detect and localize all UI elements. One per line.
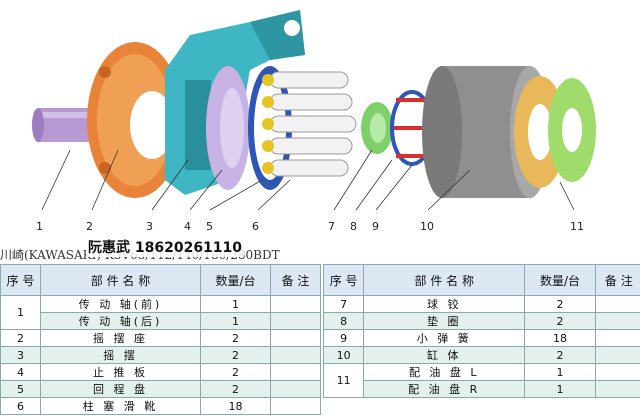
- cell-name: 摇 摆: [40, 346, 201, 364]
- cell-no: 2: [0, 329, 41, 347]
- callout-numbers: 1 2 3 4 5 6 7 8 9 10 11: [36, 220, 584, 233]
- cell-qty: 2: [200, 329, 271, 347]
- callout-1: 1: [36, 220, 43, 233]
- table-row: 8 垫 圈 2: [322, 312, 640, 330]
- callout-7: 7: [328, 220, 335, 233]
- table-row: 5 回 程 盘 2: [0, 380, 321, 398]
- header-note: 备 注: [270, 264, 321, 296]
- table-row: 3 摇 摆 2: [0, 346, 321, 364]
- cell-name: 小 弹 簧: [363, 329, 526, 347]
- cell-name: 配 油 盘 R: [363, 380, 526, 398]
- cell-qty: 1: [200, 295, 271, 313]
- cell-note: [270, 346, 321, 364]
- header-no: 序 号: [0, 264, 41, 296]
- cell-qty: 2: [524, 312, 596, 330]
- table-row: 1 传 动 轴(前) 1: [0, 295, 321, 330]
- cell-name: 柱 塞 滑 靴: [40, 397, 201, 415]
- cell-qty: 2: [200, 346, 271, 364]
- callout-2: 2: [86, 220, 93, 233]
- cell-note: [270, 380, 321, 398]
- cell-note: [270, 363, 321, 381]
- table-row: 10 缸 体 2: [322, 346, 640, 364]
- callout-11: 11: [570, 220, 584, 233]
- header-qty: 数量/台: [200, 264, 271, 296]
- table-header: 序 号 部 件 名 称 数量/台 备 注: [322, 264, 640, 296]
- cell-note: [594, 380, 640, 398]
- parts-tables: 序 号 部 件 名 称 数量/台 备 注 1 传 动 轴(前) 1 传 动 轴(…: [0, 264, 640, 418]
- table-row: 传 动 轴(后) 1: [1, 312, 321, 330]
- pump-exploded-illustration: 1 2 3 4 5 6 7 8 9 10 11: [32, 10, 596, 233]
- cell-no: 3: [0, 346, 41, 364]
- cell-qty: 1: [524, 380, 596, 398]
- callout-5: 5: [206, 220, 213, 233]
- cell-no: 11: [322, 363, 365, 398]
- cell-note: [270, 397, 321, 415]
- table-row: 11 配 油 盘 L 1: [322, 363, 640, 398]
- callout-10: 10: [420, 220, 434, 233]
- cell-qty: 2: [524, 295, 596, 313]
- cell-note: [270, 312, 321, 330]
- cell-name: 传 动 轴(前): [40, 295, 201, 313]
- cell-note: [594, 346, 640, 364]
- cell-no: 8: [322, 312, 365, 330]
- cell-qty: 18: [524, 329, 596, 347]
- cell-note: [594, 295, 640, 313]
- cell-qty: 2: [524, 346, 596, 364]
- pistons: [262, 71, 357, 177]
- cell-name: 传 动 轴(后): [40, 312, 201, 330]
- cell-name: 回 程 盘: [40, 380, 201, 398]
- callout-6: 6: [252, 220, 259, 233]
- cell-note: [594, 312, 640, 330]
- cell-qty: 2: [200, 380, 271, 398]
- cell-no: 7: [322, 295, 365, 313]
- table-row: 6 柱 塞 滑 靴 18: [0, 397, 321, 415]
- cell-note: [594, 329, 640, 347]
- cell-note: [594, 363, 640, 381]
- table-row: 2 摇 摆 座 2: [0, 329, 321, 347]
- swash-flange: [87, 42, 183, 198]
- cell-name: 球 铰: [363, 295, 526, 313]
- cell-no: 5: [0, 380, 41, 398]
- callout-3: 3: [146, 220, 153, 233]
- header-name: 部 件 名 称: [40, 264, 201, 296]
- parts-table-left: 序 号 部 件 名 称 数量/台 备 注 1 传 动 轴(前) 1 传 动 轴(…: [0, 264, 321, 415]
- cell-name: 缸 体: [363, 346, 526, 364]
- cell-no: 10: [322, 346, 365, 364]
- cell-note: [270, 295, 321, 313]
- cell-name: 垫 圈: [363, 312, 526, 330]
- table-row: 配 油 盘 R 1: [324, 380, 640, 398]
- table-row: 9 小 弹 簧 18: [322, 329, 640, 347]
- table-row: 7 球 铰 2: [322, 295, 640, 313]
- cell-note: [270, 329, 321, 347]
- cell-name: 摇 摆 座: [40, 329, 201, 347]
- callout-4: 4: [184, 220, 191, 233]
- header-note: 备 注: [594, 264, 640, 296]
- cell-no: 9: [322, 329, 365, 347]
- parts-table-right: 序 号 部 件 名 称 数量/台 备 注 7 球 铰 2 8 垫 圈 2 9 小…: [322, 264, 640, 398]
- cell-no: 6: [0, 397, 41, 415]
- header-name: 部 件 名 称: [363, 264, 526, 296]
- cell-no: 4: [0, 363, 41, 381]
- table-header: 序 号 部 件 名 称 数量/台 备 注: [0, 264, 321, 296]
- cell-qty: 1: [200, 312, 271, 330]
- cell-name: 止 推 板: [40, 363, 201, 381]
- callout-9: 9: [372, 220, 379, 233]
- table-row: 4 止 推 板 2: [0, 363, 321, 381]
- cell-qty: 1: [524, 363, 596, 381]
- contact-caption: 阮惠武 18620261110: [86, 237, 245, 257]
- cell-no: 1: [0, 295, 41, 330]
- callout-lines: [41, 149, 575, 211]
- header-no: 序 号: [322, 264, 365, 296]
- cell-qty: 18: [200, 397, 271, 415]
- cell-qty: 2: [200, 363, 271, 381]
- cell-name: 配 油 盘 L: [363, 363, 526, 381]
- spherical-bushing: [361, 102, 393, 154]
- callout-8: 8: [350, 220, 357, 233]
- valve-plate: [514, 76, 596, 188]
- header-qty: 数量/台: [524, 264, 596, 296]
- thrust-plate: [206, 66, 250, 190]
